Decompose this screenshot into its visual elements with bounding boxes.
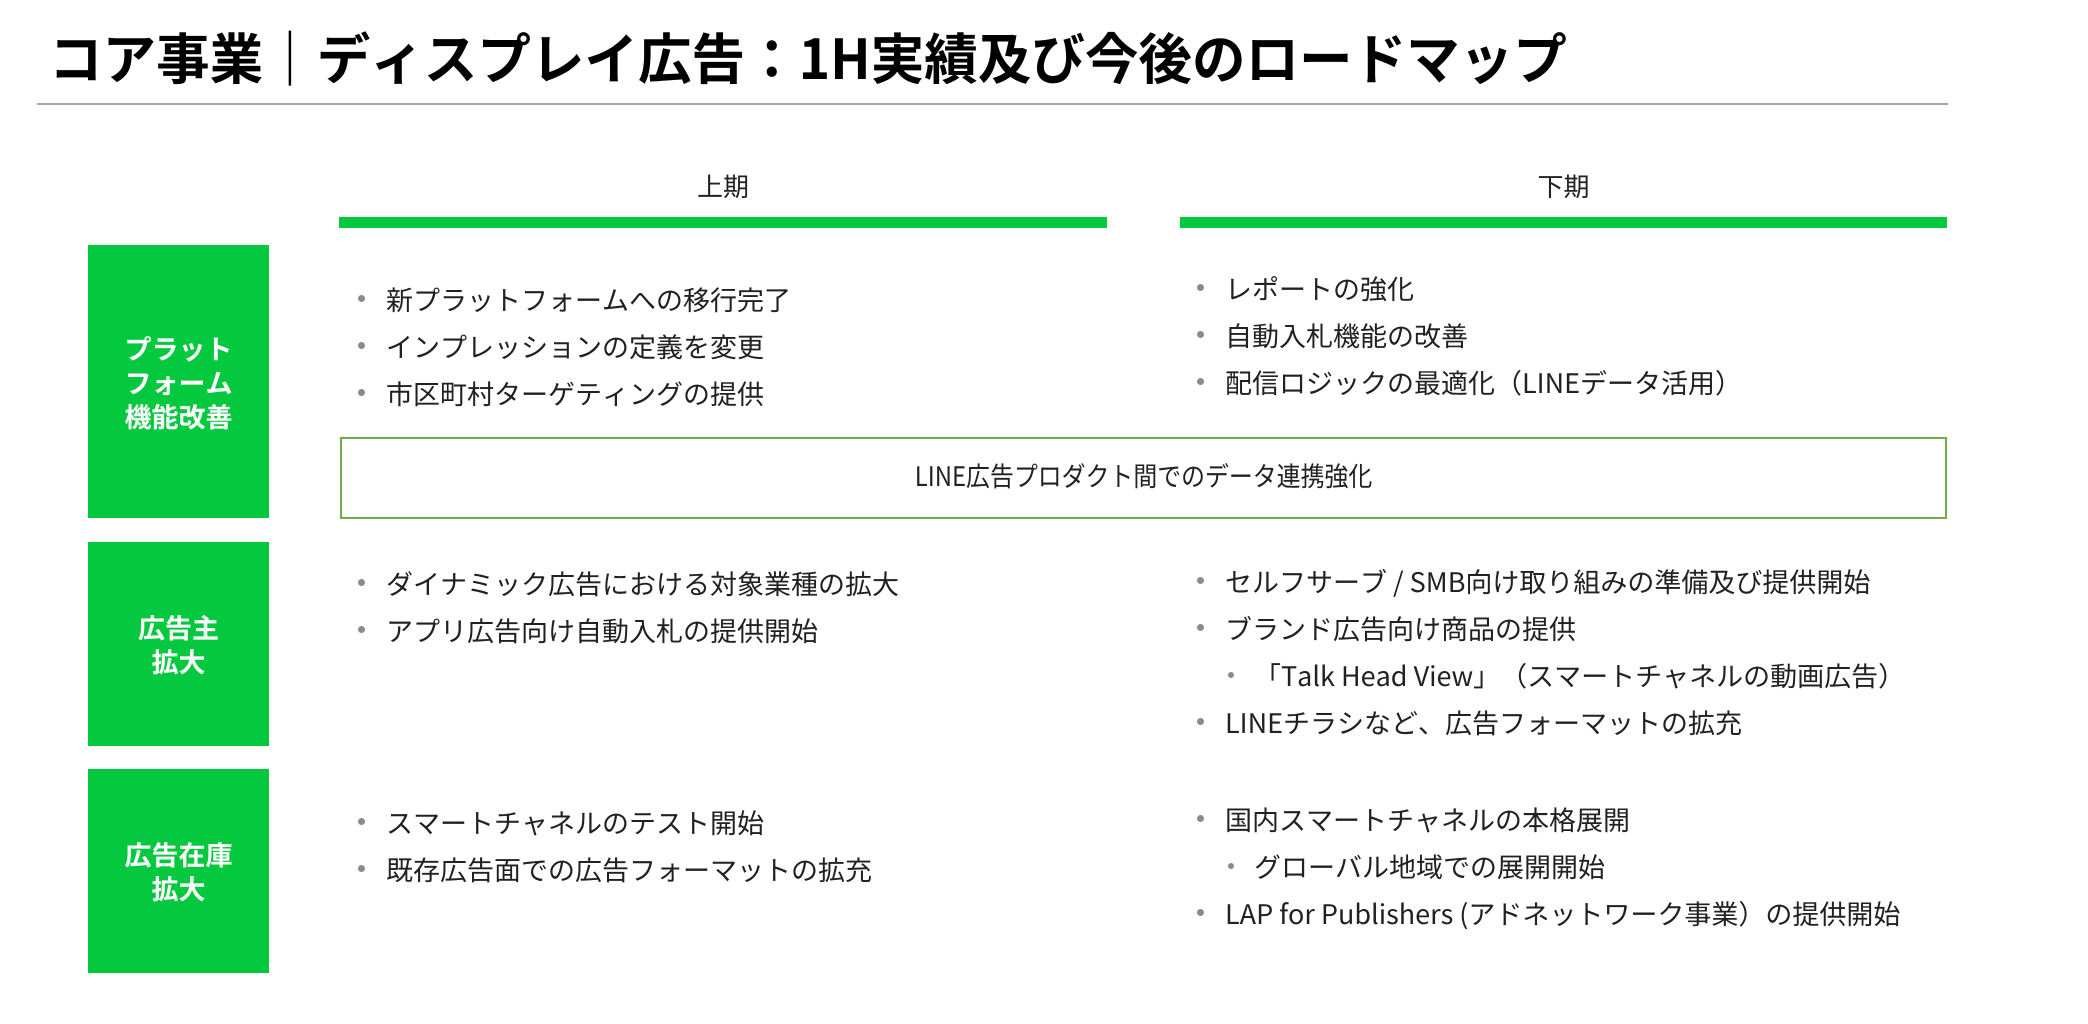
bullet-item: LAP for Publishers (アドネットワーク事業）の提供開始 <box>1197 889 1901 936</box>
bullet-text: 既存広告面での広告フォーマットの拡充 <box>386 849 872 888</box>
category-box-advertiser-expansion: 広告主 拡大 <box>88 542 269 746</box>
bullet-dot-icon <box>1197 815 1204 822</box>
bullet-text: 自動入札機能の改善 <box>1225 315 1468 354</box>
bullet-item: 既存広告面での広告フォーマットの拡充 <box>358 845 872 892</box>
bullet-dot-icon <box>358 626 365 633</box>
bullet-text: セルフサーブ / SMB向け取り組みの準備及び提供開始 <box>1225 561 1871 600</box>
bullet-dot-icon <box>358 342 365 349</box>
bullet-text: レポートの強化 <box>1225 268 1414 307</box>
category-label: 広告主 拡大 <box>138 607 219 680</box>
bullet-text: 「Talk Head View」（スマートチャネルの動画広告） <box>1254 655 1906 694</box>
bullet-item: インプレッションの定義を変更 <box>358 322 791 369</box>
bullet-item: LINEチラシなど、広告フォーマットの拡充 <box>1197 698 1905 745</box>
category-box-platform-improvement: プラット フォーム 機能改善 <box>88 245 269 518</box>
slide-title: コア事業｜ディスプレイ広告：1H実績及び今後のロードマップ <box>49 15 1567 95</box>
banner-text: LINE広告プロダクト間でのデータ連携強化 <box>914 454 1373 494</box>
bullet-list-platform-second-half: レポートの強化自動入札機能の改善配信ロジックの最適化（LINEデータ活用） <box>1197 264 1742 405</box>
bullet-list-inventory-first-half: スマートチャネルのテスト開始既存広告面での広告フォーマットの拡充 <box>358 798 872 892</box>
bullet-list-advertiser-first-half: ダイナミック広告における対象業種の拡大アプリ広告向け自動入札の提供開始 <box>358 559 899 653</box>
bullet-item: ブランド広告向け商品の提供 <box>1197 604 1905 651</box>
bullet-text: 配信ロジックの最適化（LINEデータ活用） <box>1225 362 1742 401</box>
bullet-dot-icon <box>1197 331 1204 338</box>
bullet-text: LAP for Publishers (アドネットワーク事業）の提供開始 <box>1225 893 1901 932</box>
bullet-dot-icon <box>1197 718 1204 725</box>
bullet-text: スマートチャネルのテスト開始 <box>386 802 764 841</box>
bullet-item: 国内スマートチャネルの本格展開 <box>1197 795 1900 842</box>
bullet-text: 市区町村ターゲティングの提供 <box>386 373 764 412</box>
bullet-dot-icon <box>358 389 365 396</box>
bullet-dot-icon <box>1197 577 1204 584</box>
bullet-text: 新プラットフォームへの移行完了 <box>386 279 791 318</box>
bullet-item: 市区町村ターゲティングの提供 <box>358 369 791 416</box>
bullet-list-advertiser-second-half: セルフサーブ / SMB向け取り組みの準備及び提供開始ブランド広告向け商品の提供… <box>1197 557 1906 745</box>
bullet-dot-icon <box>1197 378 1204 385</box>
bullet-item: 新プラットフォームへの移行完了 <box>358 275 791 322</box>
bullet-text: 国内スマートチャネルの本格展開 <box>1225 799 1630 838</box>
bullet-text: インプレッションの定義を変更 <box>386 326 764 365</box>
bullet-text: ブランド広告向け商品の提供 <box>1225 608 1576 647</box>
bullet-list-platform-first-half: 新プラットフォームへの移行完了インプレッションの定義を変更市区町村ターゲティング… <box>358 275 791 416</box>
bullet-item: グローバル地域での展開開始 <box>1228 842 1900 889</box>
column-header-second-half: 下期 <box>1537 167 1590 204</box>
column-header-first-half: 上期 <box>696 167 749 204</box>
bullet-item: スマートチャネルのテスト開始 <box>358 798 872 845</box>
bullet-dot-icon <box>1228 863 1234 869</box>
bullet-dot-icon <box>358 818 365 825</box>
bullet-item: アプリ広告向け自動入札の提供開始 <box>358 606 899 653</box>
bullet-item: 「Talk Head View」（スマートチャネルの動画広告） <box>1228 651 1906 698</box>
bullet-dot-icon <box>1197 909 1204 916</box>
bullet-dot-icon <box>1228 672 1234 678</box>
bullet-text: アプリ広告向け自動入札の提供開始 <box>386 610 818 649</box>
bullet-dot-icon <box>358 579 365 586</box>
bullet-dot-icon <box>358 865 365 872</box>
bullet-dot-icon <box>1197 284 1204 291</box>
second-half-underline-bar <box>1180 217 1947 228</box>
first-half-underline-bar <box>339 217 1107 228</box>
category-label: 広告在庫 拡大 <box>124 834 233 907</box>
bullet-item: 配信ロジックの最適化（LINEデータ活用） <box>1197 358 1742 405</box>
bullet-text: グローバル地域での展開開始 <box>1254 846 1605 885</box>
bullet-text: ダイナミック広告における対象業種の拡大 <box>386 563 899 602</box>
bullet-item: 自動入札機能の改善 <box>1197 311 1742 358</box>
bullet-item: レポートの強化 <box>1197 264 1742 311</box>
bullet-item: セルフサーブ / SMB向け取り組みの準備及び提供開始 <box>1197 557 1905 604</box>
bullet-dot-icon <box>1197 624 1204 631</box>
bullet-item: ダイナミック広告における対象業種の拡大 <box>358 559 899 606</box>
bullet-text: LINEチラシなど、広告フォーマットの拡充 <box>1225 702 1742 741</box>
title-divider-line <box>37 103 1948 105</box>
category-label: プラット フォーム 機能改善 <box>124 327 233 435</box>
bullet-list-inventory-second-half: 国内スマートチャネルの本格展開グローバル地域での展開開始 LAP for Publ… <box>1197 795 1901 936</box>
data-integration-banner: LINE広告プロダクト間でのデータ連携強化 <box>340 437 1947 519</box>
bullet-dot-icon <box>358 295 365 302</box>
category-box-ad-inventory-expansion: 広告在庫 拡大 <box>88 769 269 973</box>
